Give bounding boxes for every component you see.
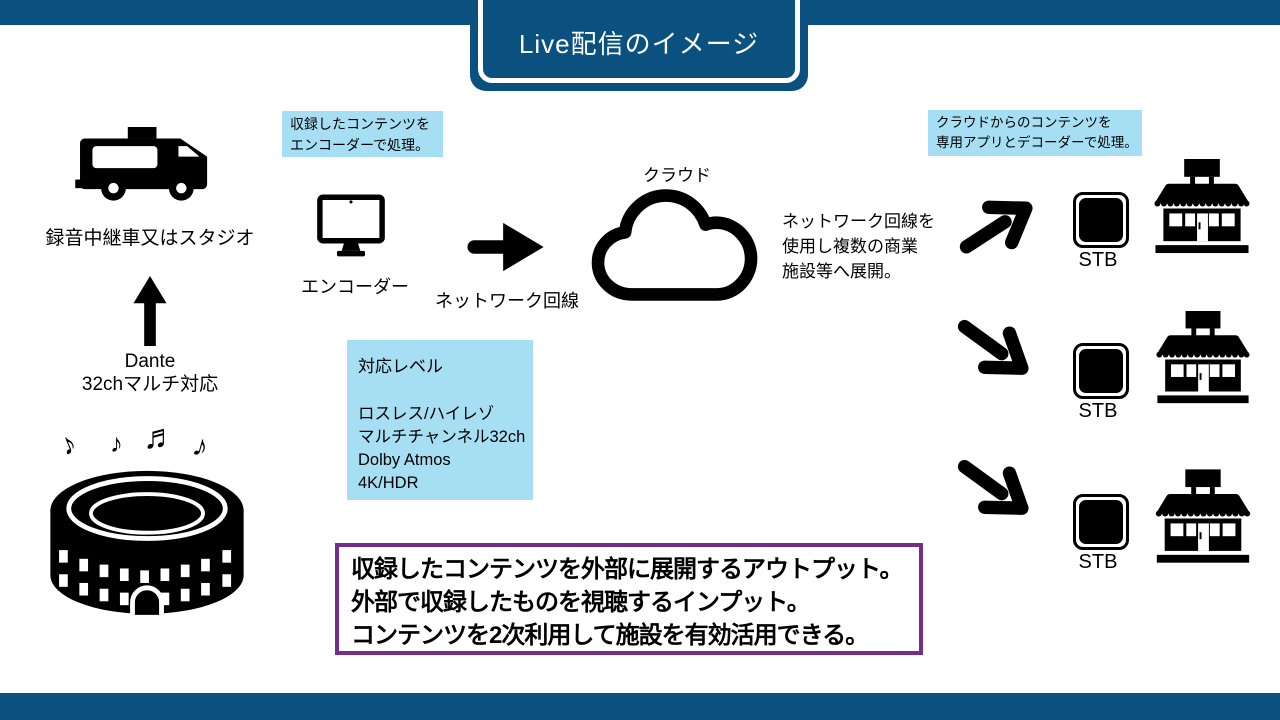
music-note-icon: ♬ bbox=[143, 418, 177, 456]
cloud-icon bbox=[591, 189, 758, 301]
arrow-right-icon bbox=[467, 222, 544, 272]
music-notes-icon: ♪ ♪ ♬ ♪ bbox=[55, 418, 225, 480]
spec-item: Dolby Atmos bbox=[358, 451, 451, 469]
store-icon bbox=[1155, 469, 1251, 563]
stb-screen bbox=[1079, 198, 1123, 242]
source-label: 録音中継車又はスタジオ bbox=[45, 228, 255, 249]
stb-icon bbox=[1073, 192, 1129, 248]
spec-item: 4K/HDR bbox=[358, 474, 419, 492]
deploy-note: ネットワーク回線を 使用し複数の商業 施設等へ展開。 bbox=[782, 209, 962, 284]
network-line-label: ネットワーク回線 bbox=[435, 291, 579, 311]
arrow-up-icon bbox=[133, 276, 167, 346]
stb-screen bbox=[1079, 500, 1123, 544]
title-inner-border bbox=[478, 0, 800, 83]
summary-line1: 収録したコンテンツを外部に展開するアウトプット。 bbox=[351, 556, 904, 583]
bottom-bar bbox=[0, 693, 1280, 720]
spec-box: 対応レベル ロスレス/ハイレゾ マルチチャンネル32ch Dolby Atmos… bbox=[347, 340, 533, 500]
spec-title: 対応レベル bbox=[358, 357, 443, 376]
deploy-line2: 使用し複数の商業 bbox=[782, 237, 918, 256]
arrow-southeast-icon bbox=[957, 459, 1029, 515]
encoder-note-line1: 収録したコンテンツを bbox=[290, 116, 430, 132]
summary-line2: 外部で収録したものを視聴するインプット。 bbox=[351, 589, 811, 616]
stb-label: STB bbox=[1078, 400, 1118, 422]
summary-line3: コンテンツを2次利用して施設を有効活用できる。 bbox=[351, 622, 869, 649]
decoder-note-line1: クラウドからのコンテンツを bbox=[936, 115, 1112, 130]
store-icon bbox=[1154, 159, 1250, 254]
dante-feed-label: Dante 32chマルチ対応 bbox=[28, 350, 272, 396]
stb-icon bbox=[1073, 494, 1129, 550]
arrow-southeast-icon bbox=[957, 319, 1029, 375]
title-plate: Live配信のイメージ bbox=[470, 0, 808, 91]
encoder-note-box: 収録したコンテンツを エンコーダーで処理。 bbox=[282, 111, 443, 157]
music-note-icon: ♪ bbox=[55, 426, 82, 463]
music-note-icon: ♪ bbox=[188, 428, 213, 465]
stadium-icon bbox=[50, 470, 244, 615]
store-icon bbox=[1156, 311, 1250, 404]
broadcast-van-icon bbox=[75, 127, 208, 201]
stb-icon bbox=[1073, 343, 1129, 399]
stb-screen bbox=[1079, 349, 1123, 393]
deploy-line3: 施設等へ展開。 bbox=[782, 262, 901, 281]
music-note-icon: ♪ bbox=[110, 428, 123, 458]
decoder-note-box: クラウドからのコンテンツを 専用アプリとデコーダーで処理。 bbox=[928, 110, 1142, 156]
stb-label: STB bbox=[1078, 551, 1118, 573]
page-title: Live配信のイメージ bbox=[518, 29, 760, 59]
stb-label: STB bbox=[1078, 249, 1118, 271]
encoder-note-line2: エンコーダーで処理。 bbox=[290, 137, 430, 153]
dante-line2: 32chマルチ対応 bbox=[81, 374, 219, 395]
deploy-line1: ネットワーク回線を bbox=[782, 212, 935, 231]
encoder-monitor-icon bbox=[317, 194, 385, 257]
cloud-label: クラウド bbox=[643, 166, 711, 185]
spec-item: ロスレス/ハイレゾ bbox=[358, 405, 495, 423]
summary-box: 収録したコンテンツを外部に展開するアウトプット。 外部で収録したものを視聴するイ… bbox=[335, 543, 923, 655]
arrow-northeast-icon bbox=[959, 200, 1033, 254]
spec-item: マルチチャンネル32ch bbox=[358, 428, 526, 446]
encoder-label: エンコーダー bbox=[301, 277, 409, 297]
decoder-note-line2: 専用アプリとデコーダーで処理。 bbox=[936, 135, 1138, 151]
dante-line1: Dante bbox=[124, 351, 176, 372]
